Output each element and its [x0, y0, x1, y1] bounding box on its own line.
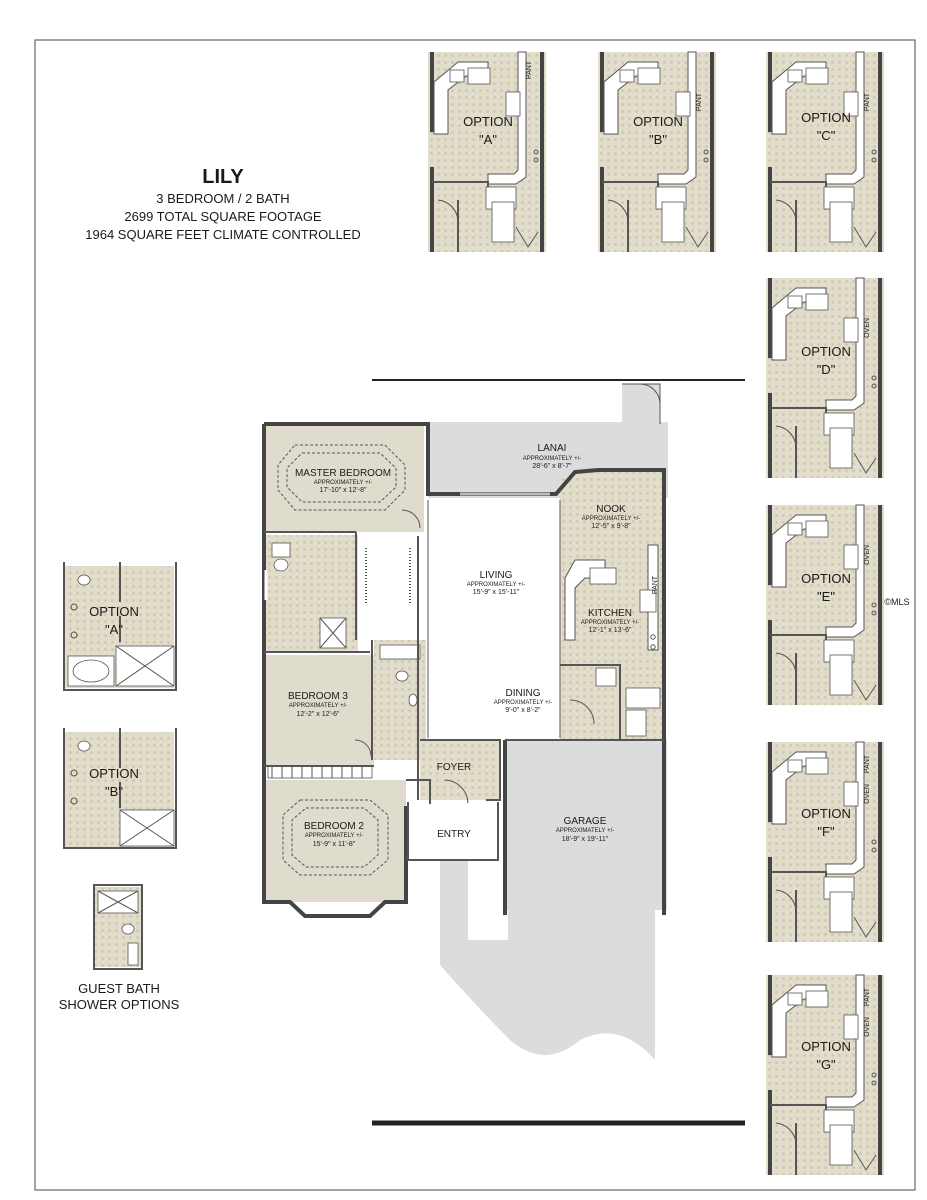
kitchen-option-e-letter: "E" [817, 589, 835, 604]
master-bedroom-label: MASTER BEDROOM [295, 468, 391, 479]
main-floor-plan [262, 383, 668, 1060]
kitchen-option-a-letter: "A" [479, 132, 497, 147]
bath-option-b-word: OPTION [89, 766, 139, 781]
kitchen-option-d-letter: "D" [817, 362, 836, 377]
kitchen-option-b-word: OPTION [633, 114, 683, 129]
master-bedroom-dim: 17'-10" x 12'-8" [320, 487, 367, 494]
kitchen-option-f-oven: OVEN [864, 784, 871, 804]
bedroom-2-label: BEDROOM 2 [304, 821, 364, 832]
entry-label: ENTRY [437, 829, 471, 840]
sheet-border [34, 39, 916, 1191]
kitchen-option-f: OPTION "F" OVEN PANT [764, 740, 886, 944]
guest-bath-line1: GUEST BATH [78, 981, 160, 996]
kitchen-option-f-letter: "F" [817, 824, 835, 839]
kitchen-option-b: OPTION "B" PANT [596, 50, 718, 254]
kitchen-approx: APPROXIMATELY +/- [581, 620, 640, 626]
kitchen-option-c: OPTION "C" PANT [764, 50, 886, 254]
kitchen-option-g: OPTION "G" OVEN PANT [764, 973, 886, 1177]
lanai-approx: APPROXIMATELY +/- [523, 456, 582, 462]
kitchen-option-e: OPTION "E" OVEN [764, 503, 886, 707]
bath-option-b: OPTION "B" [63, 728, 177, 849]
living-label: LIVING [480, 570, 513, 581]
plan-header: LILY 3 BEDROOM / 2 BATH 2699 TOTAL SQUAR… [85, 166, 360, 242]
guest-bath-option [93, 884, 143, 970]
kitchen-option-b-letter: "B" [649, 132, 667, 147]
garage-approx: APPROXIMATELY +/- [556, 828, 615, 834]
bath-option-a: OPTION "A" [63, 562, 177, 691]
nook-label: NOOK [596, 504, 626, 515]
dining-approx: APPROXIMATELY +/- [494, 700, 553, 706]
kitchen-option-a-word: OPTION [463, 114, 513, 129]
foyer-label: FOYER [437, 762, 471, 773]
kitchen-option-d: OPTION "D" OVEN [764, 276, 886, 480]
lanai-label: LANAI [538, 443, 567, 454]
kitchen-option-e-oven: OVEN [864, 545, 871, 565]
bath-option-b-letter: "B" [105, 784, 123, 799]
nook-dim: 12'-5" x 9'-8" [591, 523, 631, 530]
living-approx: APPROXIMATELY +/- [467, 582, 526, 588]
garage-floor [505, 740, 667, 910]
bedroom-2-dim: 15'-9" x 11'-8" [313, 841, 356, 848]
living-dim: 15'-9" x 15'-11" [473, 589, 520, 596]
kitchen-option-a: OPTION "A" PANT [426, 50, 548, 254]
nook-approx: APPROXIMATELY +/- [582, 516, 641, 522]
kitchen-option-g-pant: PANT [864, 987, 871, 1006]
kitchen-option-d-oven: OVEN [864, 318, 871, 338]
kitchen-option-c-word: OPTION [801, 110, 851, 125]
kitchen-label: KITCHEN [588, 608, 632, 619]
room-labels: LANAI APPROXIMATELY +/- 28'-6" x 8'-7" M… [288, 443, 659, 848]
kitchen-option-c-pant: PANT [864, 92, 871, 111]
kitchen-option-c-letter: "C" [817, 128, 836, 143]
kitchen-option-f-pant: PANT [864, 754, 871, 773]
mls-watermark: ©MLS [884, 597, 909, 607]
kitchen-pantry-label: PANT [652, 575, 659, 594]
kitchen-option-b-pant: PANT [696, 92, 703, 111]
master-bedroom-approx: APPROXIMATELY +/- [314, 480, 373, 486]
kitchen-option-g-oven: OVEN [864, 1017, 871, 1037]
kitchen-option-g-word: OPTION [801, 1039, 851, 1054]
plan-subtitle-total-sqft: 2699 TOTAL SQUARE FOOTAGE [124, 209, 322, 224]
bedroom-3-dim: 12'-2" x 12'-6" [296, 711, 340, 718]
bedroom-2-approx: APPROXIMATELY +/- [305, 833, 364, 839]
garage-label: GARAGE [564, 816, 607, 827]
lanai-dim: 28'-6" x 8'-7" [532, 463, 572, 470]
bedroom-3-label: BEDROOM 3 [288, 691, 348, 702]
kitchen-option-g-letter: "G" [816, 1057, 836, 1072]
bedroom-3-approx: APPROXIMATELY +/- [289, 703, 348, 709]
bath-option-a-word: OPTION [89, 604, 139, 619]
dining-label: DINING [506, 688, 541, 699]
kitchen-dim: 12'-1" x 13'-6" [588, 627, 632, 634]
garage-dim: 18'-9" x 19'-11" [562, 836, 609, 843]
plan-title: LILY [202, 166, 244, 188]
kitchen-option-d-word: OPTION [801, 344, 851, 359]
plan-subtitle-climate-sqft: 1964 SQUARE FEET CLIMATE CONTROLLED [85, 227, 360, 242]
kitchen-option-e-word: OPTION [801, 571, 851, 586]
bath-option-a-letter: "A" [105, 622, 123, 637]
dining-dim: 9'-0" x 8'-2" [505, 707, 541, 714]
plan-subtitle-beds: 3 BEDROOM / 2 BATH [156, 191, 289, 206]
kitchen-option-f-word: OPTION [801, 806, 851, 821]
guest-bath-line2: SHOWER OPTIONS [59, 997, 180, 1012]
kitchen-option-a-pant: PANT [526, 60, 533, 79]
